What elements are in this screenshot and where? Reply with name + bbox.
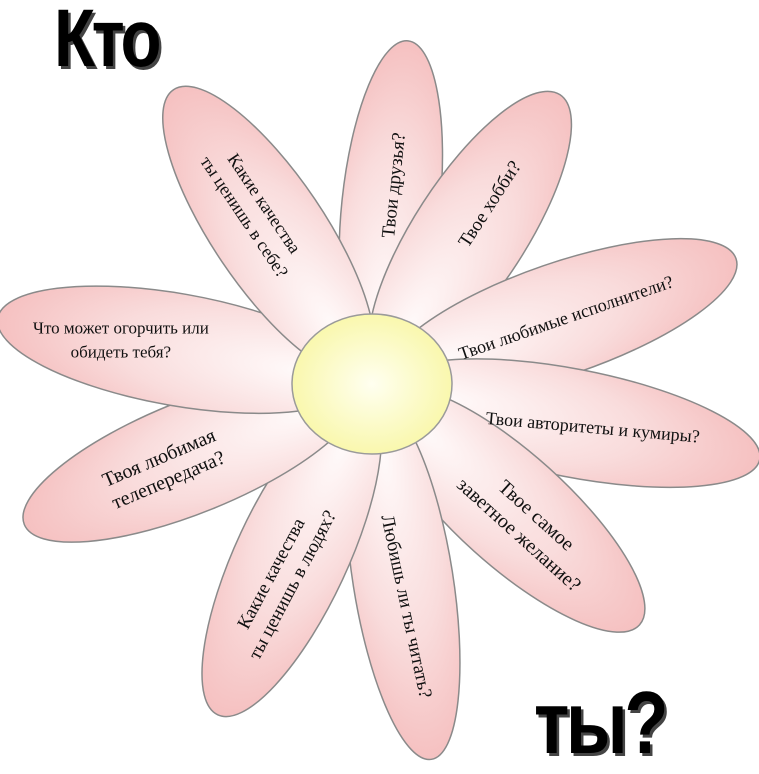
petal-upset-line-2: обидеть тебя? (71, 343, 171, 362)
petal-upset-line-1: Что может огорчить или (33, 319, 209, 338)
title-top: Кто (54, 0, 162, 84)
flower-center (291, 313, 453, 455)
petal-layer (0, 40, 759, 761)
petal-upset-label: Что может огорчить или обидеть тебя? (33, 319, 209, 362)
title-bottom: ты? (534, 673, 668, 772)
